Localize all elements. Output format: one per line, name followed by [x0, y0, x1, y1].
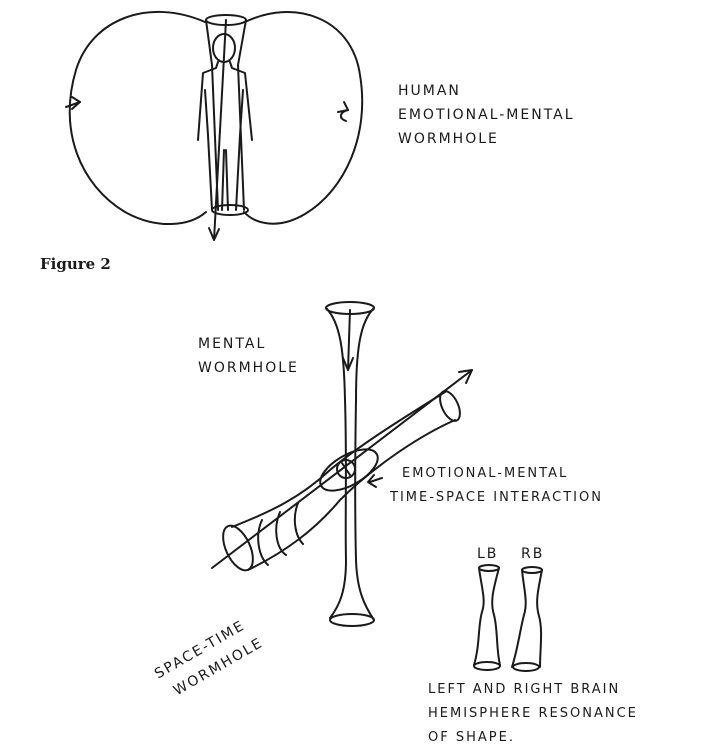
human-wormhole-label-line: EMOTIONAL-MENTAL	[398, 107, 575, 123]
human-wormhole-label-line: WORMHOLE	[398, 131, 499, 147]
human-wormhole-label-line: HUMAN	[398, 83, 461, 99]
interaction-label-line: EMOTIONAL-MENTAL	[402, 466, 569, 481]
mental-wormhole-tube	[325, 301, 375, 627]
spacetime-axis-arrow	[211, 369, 473, 569]
vertical-axis-arrow	[208, 19, 227, 241]
right-brain-label: RB	[521, 546, 545, 562]
hemisphere-resonance-label-line: OF SHAPE.	[428, 730, 515, 745]
left-brain-hemisphere-shape	[473, 564, 501, 671]
left-brain-label: LB	[477, 546, 499, 562]
hemisphere-resonance-label-line: HEMISPHERE RESONANCE	[428, 706, 638, 721]
mental-wormhole-label-line: WORMHOLE	[198, 360, 299, 376]
right-brain-hemisphere-shape	[511, 566, 543, 672]
hemisphere-resonance-label-line: LEFT AND RIGHT BRAIN	[428, 682, 621, 697]
interaction-label: EMOTIONAL-MENTAL TIME-SPACE INTERACTION	[390, 462, 603, 510]
human-figure	[197, 33, 253, 211]
mental-wormhole-label: MENTAL WORMHOLE	[198, 332, 299, 380]
left-rotation-arrow-icon	[65, 96, 81, 110]
left-hemisphere-lobe	[68, 10, 207, 225]
hemisphere-resonance-label: LEFT AND RIGHT BRAIN HEMISPHERE RESONANC…	[428, 678, 638, 750]
right-hemisphere-lobe	[243, 11, 364, 225]
interaction-label-line: TIME-SPACE INTERACTION	[390, 490, 603, 505]
mental-wormhole-label-line: MENTAL	[198, 336, 267, 352]
interaction-core	[319, 448, 383, 492]
right-rotation-arrow-icon	[337, 101, 349, 122]
human-wormhole-label: HUMAN EMOTIONAL-MENTAL WORMHOLE	[398, 79, 575, 151]
figure-caption: Figure 2	[40, 255, 111, 273]
